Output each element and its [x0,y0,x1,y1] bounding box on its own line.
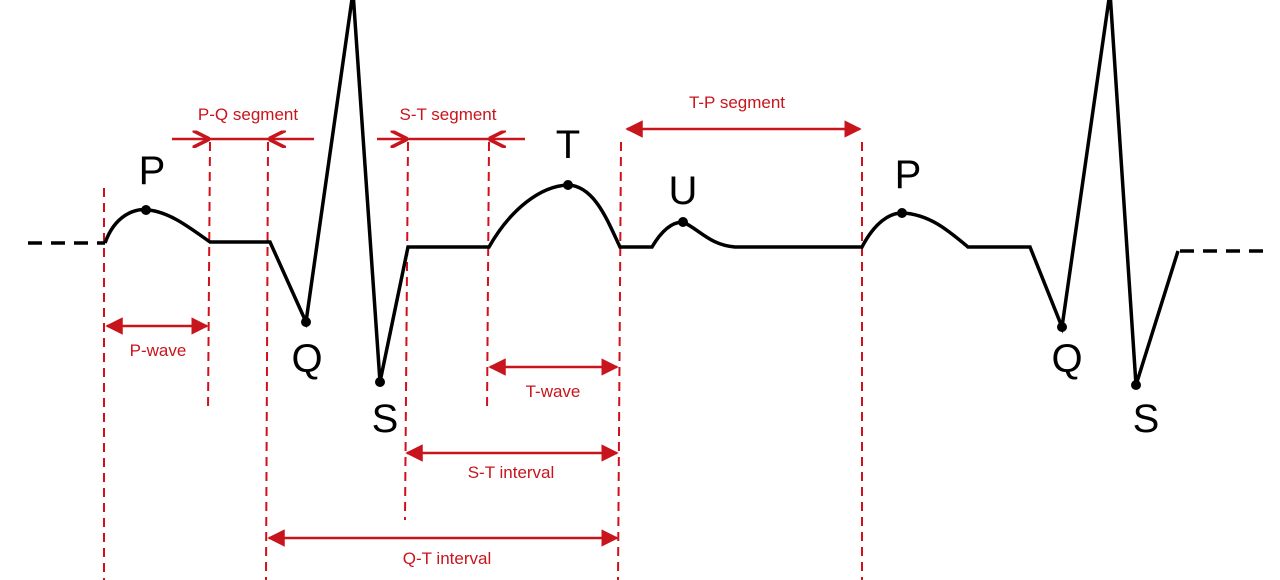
label-s2: S [1133,397,1160,441]
guide-lines [103,141,863,580]
ecg-trace [28,0,1270,390]
q2-dot [1057,322,1067,332]
st-segment-label: S-T segment [399,105,496,124]
st-interval-label: S-T interval [468,463,555,482]
label-p: P [139,149,166,193]
annotations: P-Q segment S-T segment T-P segment P-wa… [105,93,862,568]
ecg-waveform [103,0,1180,386]
t-peak-dot [563,180,573,190]
label-u: U [669,169,698,213]
label-q2: Q [1051,337,1082,381]
t-wave-label: T-wave [526,382,581,401]
wave-letters: P Q S T U P Q S [139,123,1160,441]
p2-peak-dot [897,208,907,218]
qt-interval-label: Q-T interval [403,549,492,568]
tp-segment-label: T-P segment [689,93,785,112]
label-q: Q [291,337,322,381]
q-dot [301,317,311,327]
p-wave-label: P-wave [130,341,187,360]
guide-t-end [617,141,622,580]
guide-t-start [486,141,490,413]
guide-q-start [265,141,269,580]
guide-st-start [404,141,409,521]
guide-p-end [207,141,211,413]
label-t: T [556,123,580,167]
p-peak-dot [141,205,151,215]
pq-segment-label: P-Q segment [198,105,298,124]
label-p2: P [895,153,922,197]
label-s: S [372,397,399,441]
s-dot [375,377,385,387]
u-peak-dot [678,217,688,227]
s2-dot [1131,380,1141,390]
